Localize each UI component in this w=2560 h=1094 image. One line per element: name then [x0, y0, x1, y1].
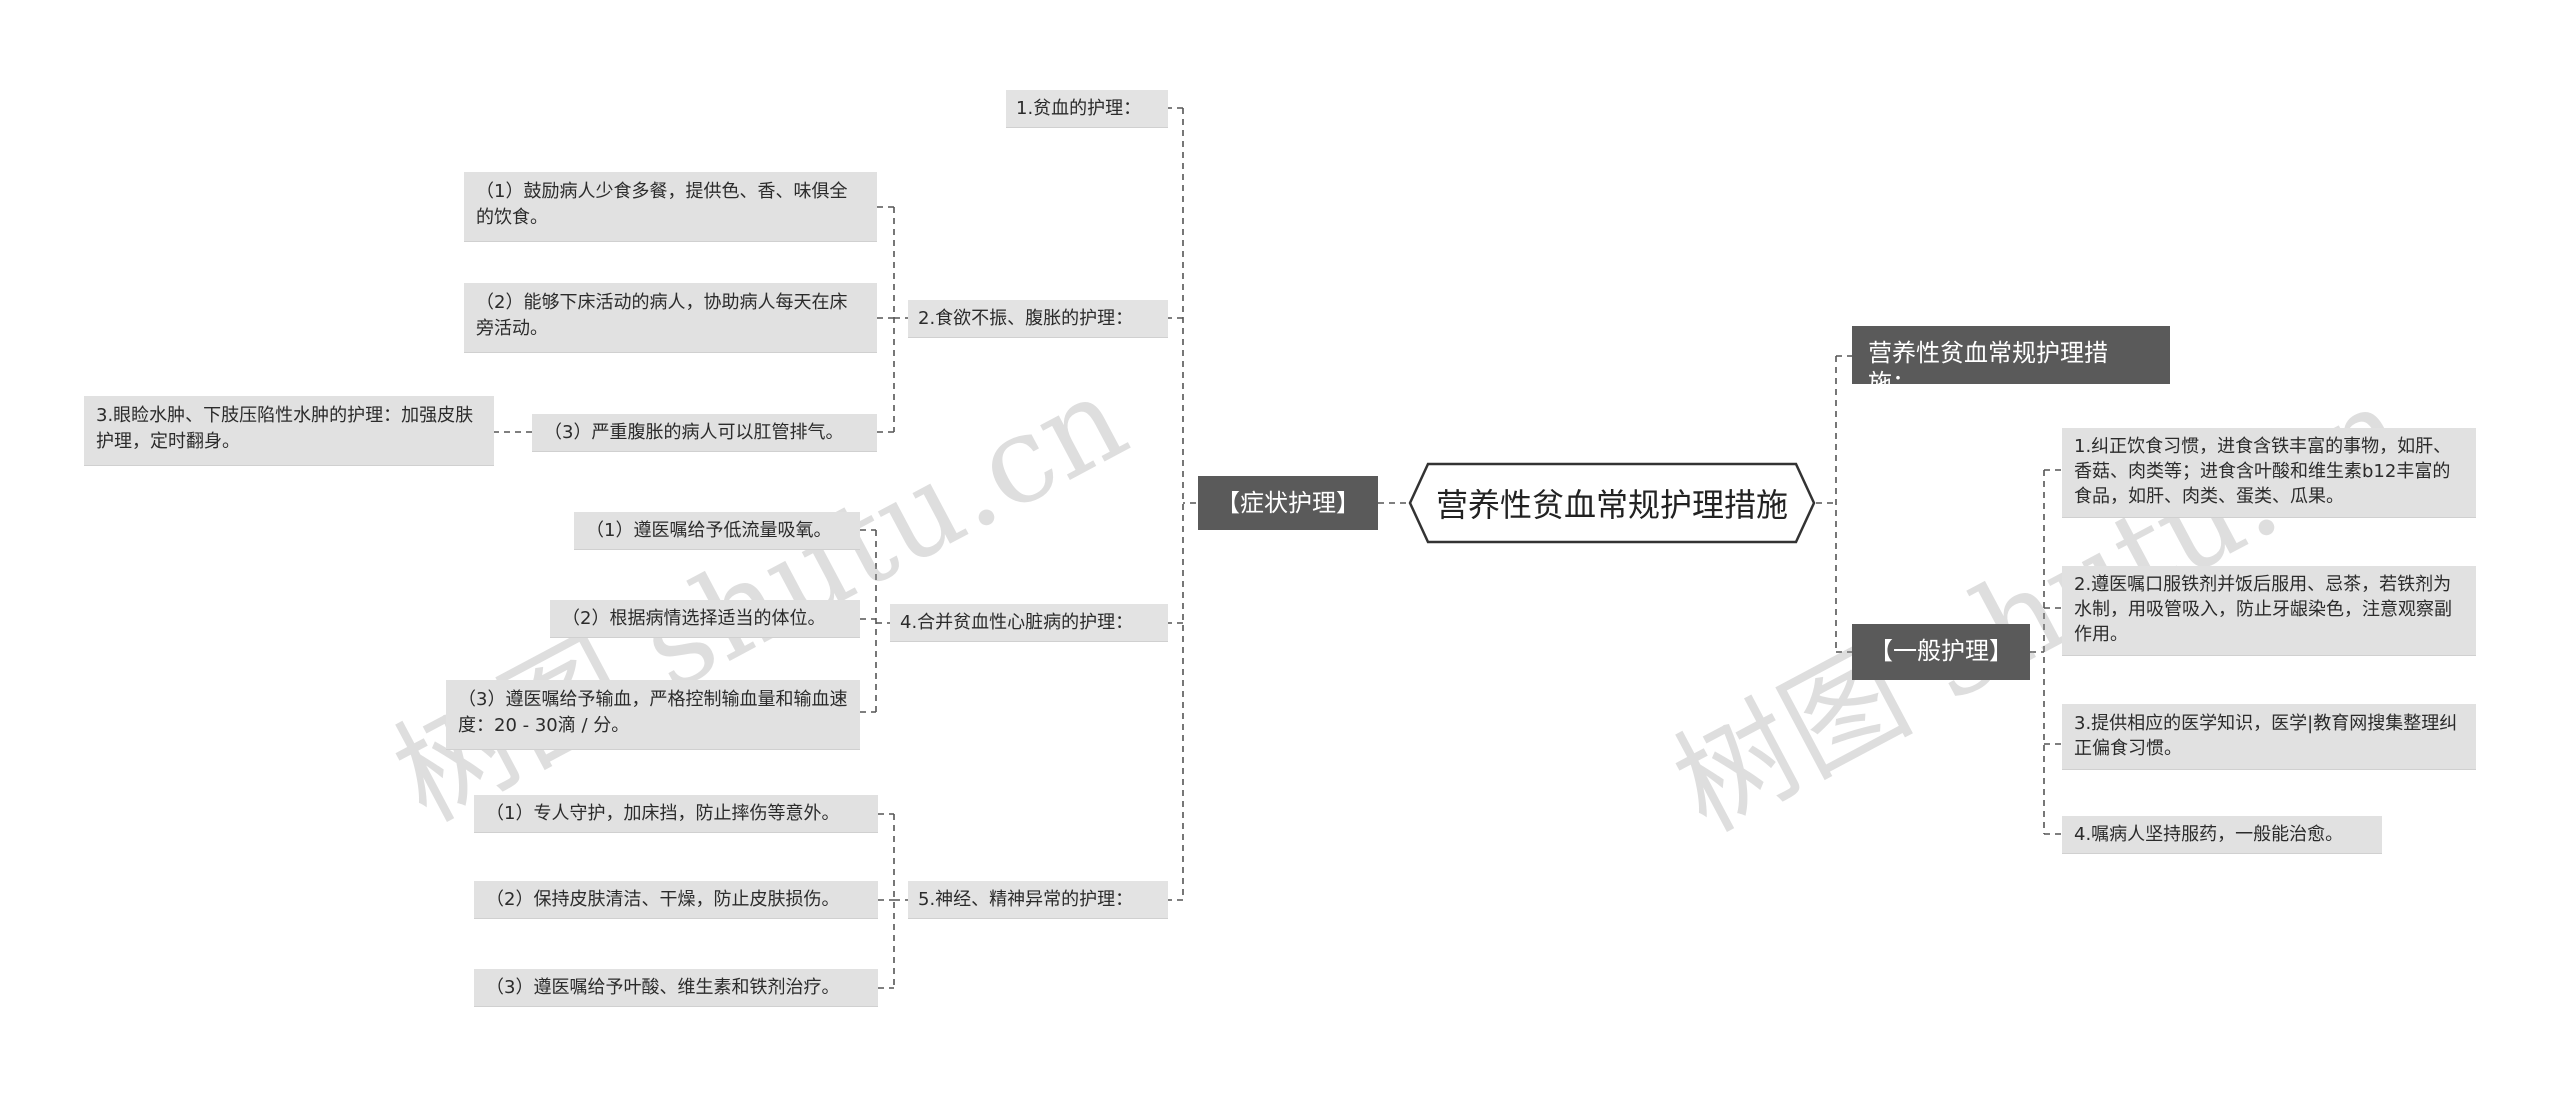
- right-title-node[interactable]: 营养性贫血常规护理措施：: [1852, 326, 2170, 397]
- general-item-4[interactable]: 4.嘱病人坚持服药，一般能治愈。: [2062, 816, 2382, 854]
- general-item-1[interactable]: 1.纠正饮食习惯，进食含铁丰富的事物，如肝、香菇、肉类等；进食含叶酸和维生素b1…: [2062, 428, 2476, 518]
- symptom-item-5-child-2[interactable]: （2）保持皮肤清洁、干燥，防止皮肤损伤。: [474, 881, 878, 919]
- branch-symptom-care[interactable]: 【症状护理】: [1198, 476, 1378, 530]
- symptom-item-1[interactable]: 1.贫血的护理：: [1006, 90, 1168, 128]
- general-item-3[interactable]: 3.提供相应的医学知识，医学|教育网搜集整理纠正偏食习惯。: [2062, 704, 2476, 770]
- symptom-item-4-child-1[interactable]: （1）遵医嘱给予低流量吸氧。: [574, 512, 860, 550]
- symptom-item-3[interactable]: 3.眼睑水肿、下肢压陷性水肿的护理：加强皮肤护理，定时翻身。: [84, 396, 494, 466]
- symptom-item-4-child-3[interactable]: （3）遵医嘱给予输血，严格控制输血量和输血速度：20 - 30滴 / 分。: [446, 680, 860, 750]
- symptom-item-4-child-2[interactable]: （2）根据病情选择适当的体位。: [550, 600, 860, 638]
- symptom-item-2-child-3[interactable]: （3）严重腹胀的病人可以肛管排气。: [532, 414, 877, 452]
- symptom-item-2-child-2[interactable]: （2）能够下床活动的病人，协助病人每天在床旁活动。: [464, 283, 877, 353]
- root-node[interactable]: 营养性贫血常规护理措施: [1408, 462, 1816, 544]
- branch-general-care[interactable]: 【一般护理】: [1852, 624, 2030, 680]
- symptom-item-5-child-3[interactable]: （3）遵医嘱给予叶酸、维生素和铁剂治疗。: [474, 969, 878, 1007]
- symptom-item-5-child-1[interactable]: （1）专人守护，加床挡，防止摔伤等意外。: [474, 795, 878, 833]
- symptom-item-5[interactable]: 5.神经、精神异常的护理：: [908, 881, 1168, 919]
- symptom-item-2[interactable]: 2.食欲不振、腹胀的护理：: [908, 300, 1168, 338]
- symptom-item-4[interactable]: 4.合并贫血性心脏病的护理：: [890, 604, 1168, 642]
- symptom-item-2-child-1[interactable]: （1）鼓励病人少食多餐，提供色、香、味俱全的饮食。: [464, 172, 877, 242]
- root-title: 营养性贫血常规护理措施: [1435, 486, 1788, 524]
- general-item-2[interactable]: 2.遵医嘱口服铁剂并饭后服用、忌茶，若铁剂为水制，用吸管吸入，防止牙龈染色，注意…: [2062, 566, 2476, 656]
